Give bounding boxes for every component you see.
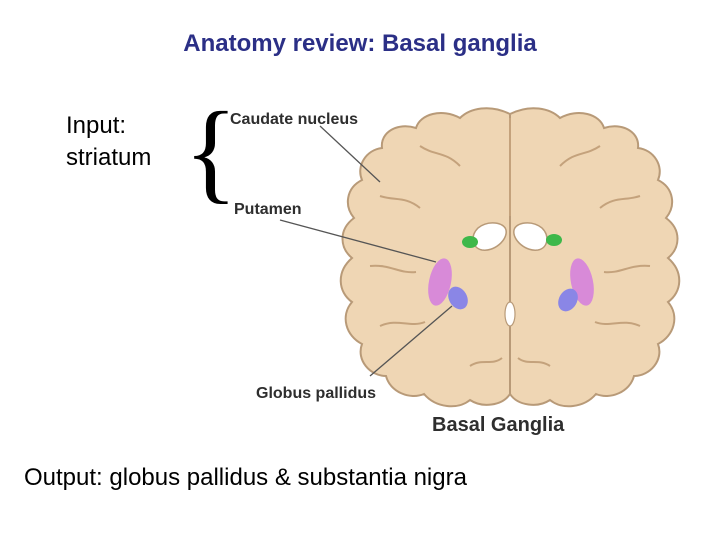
leader-line-globus <box>369 305 453 377</box>
input-label: Input: striatum <box>66 110 151 174</box>
figure-caption: Basal Ganglia <box>432 414 565 436</box>
leader-line-putamen <box>279 219 437 263</box>
basal-ganglia-diagram: Caudate nucleus Putamen Globus pallidus … <box>230 107 681 436</box>
slide-title: Anatomy review: Basal ganglia <box>183 30 537 57</box>
putamen-left <box>428 258 452 306</box>
caudate-nucleus-right <box>546 234 562 246</box>
globus-pallidus-left <box>448 286 468 310</box>
label-caudate-nucleus: Caudate nucleus <box>230 111 358 128</box>
brain-section <box>339 107 681 408</box>
brain-left-hemisphere <box>339 107 511 408</box>
sulci <box>369 118 651 367</box>
globus-pallidus-right <box>558 288 578 312</box>
leader-line-caudate <box>319 125 381 183</box>
curly-brace-icon: { <box>184 90 238 214</box>
label-putamen: Putamen <box>234 201 302 218</box>
label-globus-pallidus: Globus pallidus <box>256 385 376 402</box>
third-ventricle <box>504 301 516 327</box>
brain-right-hemisphere <box>509 107 681 408</box>
input-label-line2: striatum <box>66 144 152 171</box>
output-label: Output: globus pallidus & substantia nig… <box>24 464 467 491</box>
input-label-line1: Input: <box>66 112 127 139</box>
leader-lines <box>279 125 453 377</box>
caudate-nucleus-left <box>462 236 478 248</box>
